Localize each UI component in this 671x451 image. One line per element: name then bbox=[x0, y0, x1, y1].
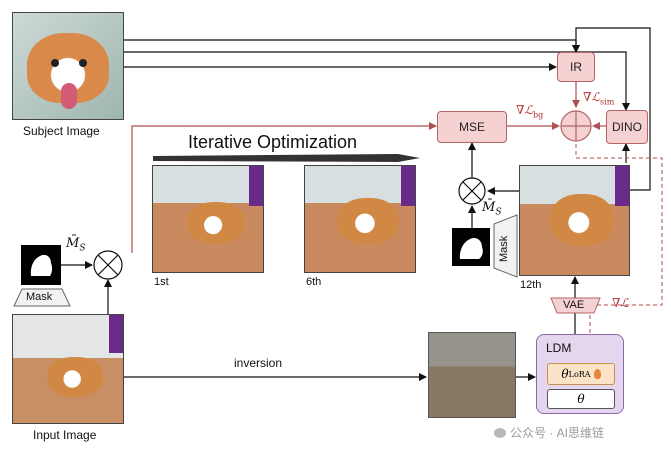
vae-trapezoid bbox=[550, 297, 601, 314]
right-masked-symbol: M̄S bbox=[482, 200, 501, 218]
iterative-optimization-label: Iterative Optimization bbox=[188, 132, 358, 152]
right-multiply-op bbox=[458, 177, 486, 205]
purple-strip bbox=[109, 315, 123, 353]
left-m-bar: M̄ bbox=[66, 236, 80, 251]
iteration-1-label: 1st bbox=[154, 276, 169, 288]
output-to-ir-loop bbox=[572, 27, 651, 191]
purple-strip bbox=[401, 166, 415, 206]
theta-symbol: θ bbox=[577, 392, 585, 406]
input-image bbox=[12, 314, 124, 424]
dino-label: DINO bbox=[612, 120, 642, 134]
inversion-label: inversion bbox=[234, 356, 283, 370]
theta-box: θ bbox=[547, 389, 615, 409]
left-mask-label: Mask bbox=[26, 291, 53, 303]
theta-lora-sub: LoRA bbox=[568, 369, 591, 379]
dog-eye-left bbox=[51, 59, 59, 67]
iteration-6-image bbox=[304, 165, 416, 273]
dog-body bbox=[47, 357, 103, 397]
iteration-6-label: 6th bbox=[306, 276, 322, 288]
subject-to-ir-top bbox=[124, 39, 580, 53]
left-m-sub: S bbox=[79, 243, 86, 254]
iteration-1-image bbox=[152, 165, 264, 273]
subject-image bbox=[12, 12, 124, 120]
iteration-12-image bbox=[519, 165, 630, 276]
right-mask-label: Mask bbox=[498, 235, 510, 262]
left-masked-symbol: M̄S bbox=[66, 236, 85, 254]
watermark-text: 公众号 · AI思维链 bbox=[510, 426, 605, 440]
ir-label: IR bbox=[570, 60, 582, 74]
grad-total-label: ∇ℒ bbox=[612, 296, 630, 310]
flame-icon bbox=[593, 369, 601, 379]
mse-label: MSE bbox=[458, 120, 485, 134]
sum-op bbox=[560, 110, 592, 142]
left-multiply-op bbox=[93, 250, 123, 280]
theta-lora-symbol: θ bbox=[561, 367, 569, 381]
purple-strip bbox=[615, 166, 629, 206]
purple-strip bbox=[249, 166, 263, 206]
grad-bg-symbol: ∇ℒ bbox=[516, 103, 534, 117]
watermark: 公众号 · AI思维链 bbox=[494, 424, 604, 441]
dog-body bbox=[337, 198, 399, 244]
inverted-noisy-image bbox=[428, 332, 516, 418]
grad-sim-sub: sim bbox=[600, 97, 615, 107]
input-image-label: Input Image bbox=[33, 428, 97, 442]
grad-bg-sub: bg bbox=[533, 110, 544, 120]
masked-input-to-mse bbox=[131, 122, 437, 253]
grad-bg-label: ∇ℒbg bbox=[516, 103, 543, 119]
grad-sim-label: ∇ℒsim bbox=[583, 90, 614, 106]
ldm-label: LDM bbox=[546, 341, 572, 355]
dog-eye-right bbox=[79, 59, 87, 67]
iterative-optimization-arrow bbox=[153, 154, 420, 162]
dino-box: DINO bbox=[606, 110, 648, 144]
mse-box: MSE bbox=[437, 111, 507, 143]
dog-body bbox=[550, 194, 614, 246]
wechat-icon bbox=[494, 428, 506, 438]
right-mask-trapezoid bbox=[493, 214, 518, 278]
right-m-bar: M̄ bbox=[482, 200, 496, 215]
subject-image-label: Subject Image bbox=[23, 124, 100, 138]
vae-label: VAE bbox=[563, 299, 585, 311]
right-mask-shape bbox=[459, 237, 483, 259]
ir-box: IR bbox=[557, 52, 595, 82]
left-mask-shape bbox=[30, 254, 53, 276]
dog-tongue bbox=[61, 83, 77, 109]
right-m-sub: S bbox=[495, 207, 502, 218]
grad-sim-symbol: ∇ℒ bbox=[583, 90, 601, 104]
subject-to-dino bbox=[124, 51, 630, 111]
iteration-12-label: 12th bbox=[520, 279, 542, 291]
dog-body bbox=[187, 202, 245, 244]
left-mask-trapezoid bbox=[13, 288, 71, 307]
